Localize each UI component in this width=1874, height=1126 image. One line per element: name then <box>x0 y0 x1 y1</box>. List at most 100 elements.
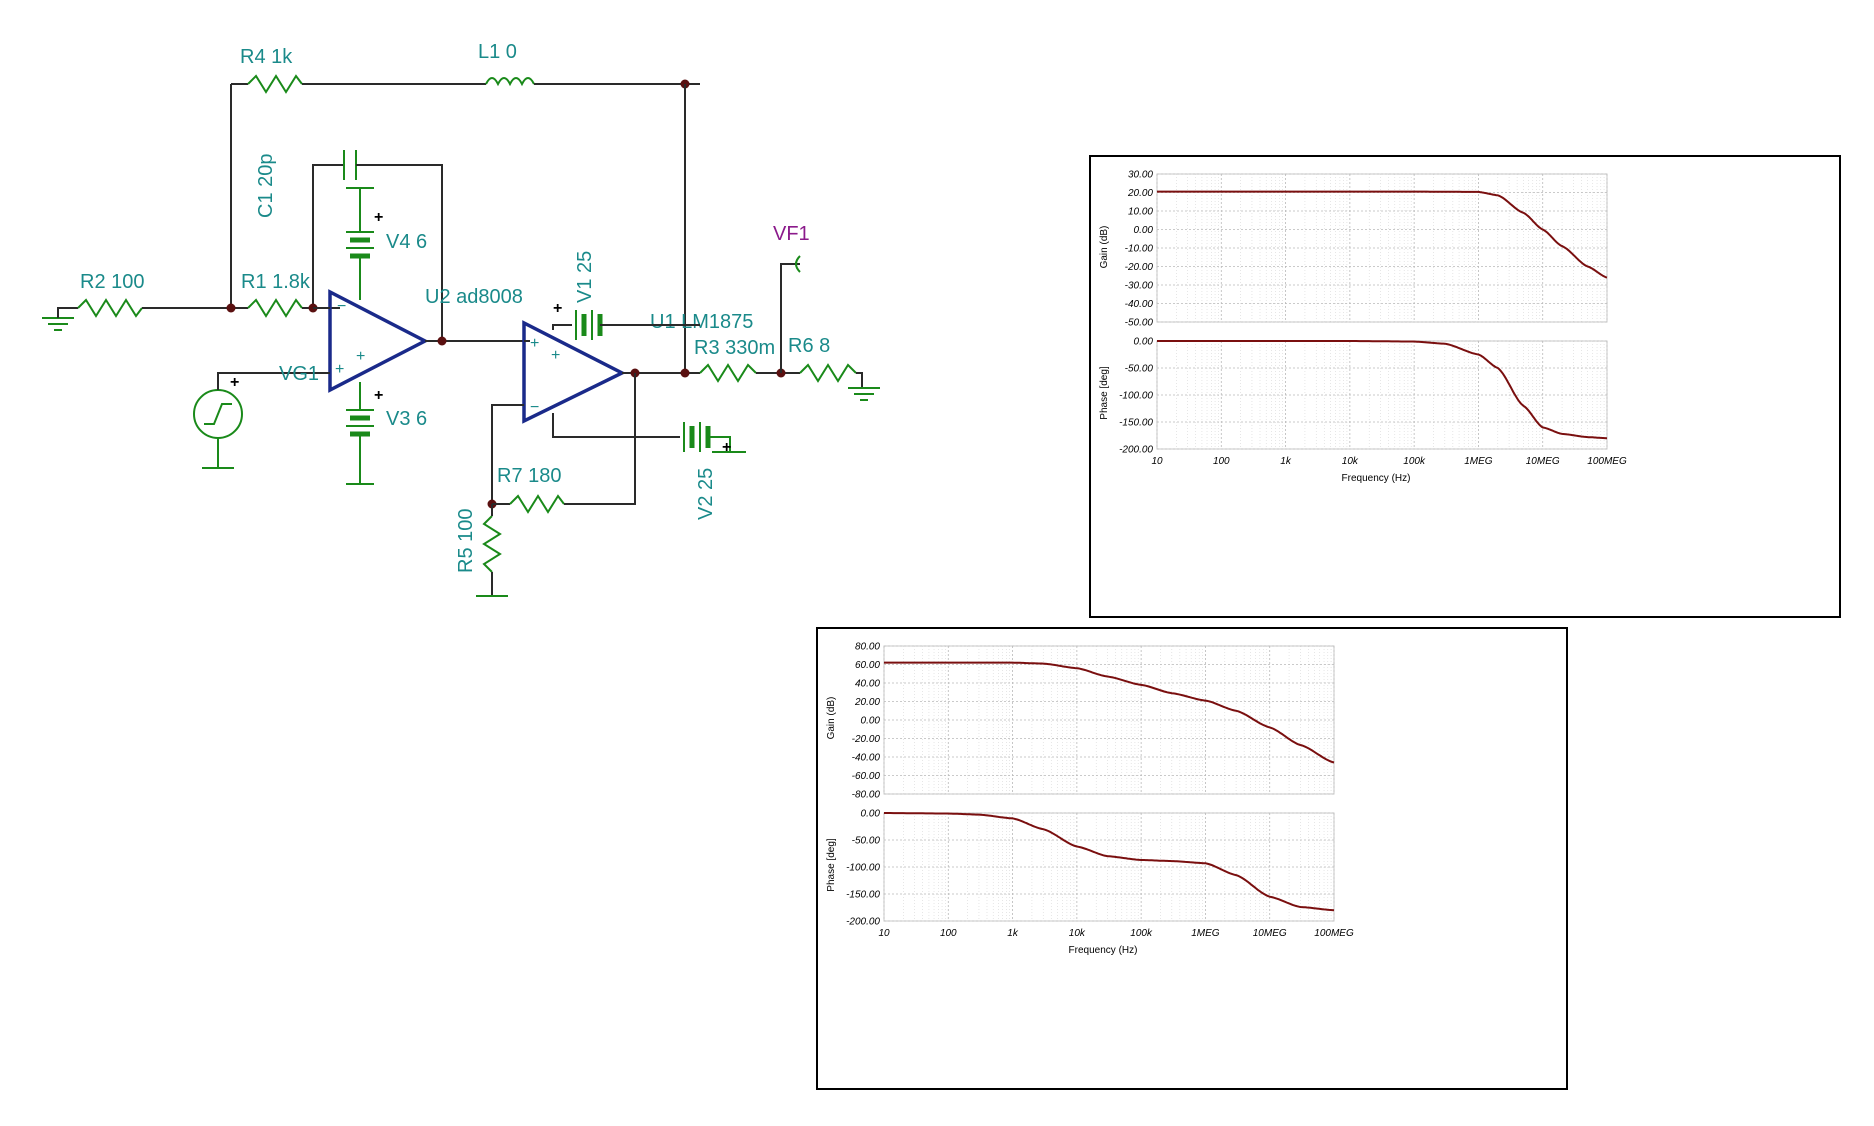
wire <box>552 413 680 438</box>
label-vf1: VF1 <box>773 223 810 245</box>
label-r5: R5 100 <box>455 509 477 574</box>
label-r2: R2 100 <box>80 271 145 293</box>
y-tick-label: 0.00 <box>1134 337 1154 348</box>
gain-plot: 80.0060.0040.0020.000.00-20.00-40.00-60.… <box>852 642 1335 801</box>
step-icon <box>204 403 232 425</box>
y-tick-label: -150.00 <box>1119 418 1153 429</box>
resistor-r2[interactable] <box>77 298 143 318</box>
label-r3: R3 330m <box>694 337 775 359</box>
y-tick-label: -50.00 <box>1125 364 1154 375</box>
y-tick-label: 20.00 <box>854 697 880 708</box>
gain-axis-label: Gain (dB) <box>1099 226 1110 269</box>
inductor-l1[interactable] <box>485 77 535 87</box>
y-tick-label: 10.00 <box>1128 207 1153 218</box>
u1-plus-pin: + <box>530 335 539 352</box>
wire <box>552 324 572 330</box>
y-tick-label: -30.00 <box>1125 281 1154 292</box>
resistor-r7[interactable] <box>509 494 565 514</box>
chart-frame <box>1089 155 1841 618</box>
y-tick-label: -50.00 <box>852 836 881 847</box>
y-tick-label: -150.00 <box>846 890 880 901</box>
y-tick-label: -60.00 <box>852 771 881 782</box>
frequency-axis-label: Frequency (Hz) <box>1342 473 1411 484</box>
y-tick-label: -100.00 <box>1119 391 1153 402</box>
x-tick-label: 10k <box>1069 928 1086 939</box>
y-tick-label: 0.00 <box>861 809 881 820</box>
y-tick-label: 0.00 <box>861 716 881 727</box>
x-tick-label: 1k <box>1280 456 1292 467</box>
u2-plus-pin: + <box>335 361 344 378</box>
wire <box>356 164 443 341</box>
u1-plus-pin-inner: + <box>551 347 560 364</box>
resistor-r4[interactable] <box>247 74 303 94</box>
bode-trace <box>1157 190 1608 279</box>
y-tick-label: 40.00 <box>855 679 880 690</box>
v2-plus-sign: + <box>722 439 731 456</box>
wire <box>57 307 78 318</box>
wire <box>564 373 636 505</box>
label-c1: C1 20p <box>255 154 277 219</box>
junction-dot <box>680 368 690 378</box>
x-tick-label: 10 <box>1151 456 1163 467</box>
frequency-axis-label: Frequency (Hz) <box>1069 945 1138 956</box>
bode-trace <box>1157 340 1607 440</box>
opamp-u1[interactable] <box>522 320 626 424</box>
wire <box>312 164 344 310</box>
x-tick-label: 10MEG <box>1526 456 1560 467</box>
y-tick-label: -50.00 <box>1125 318 1154 329</box>
u2-plus-pin-inner: + <box>356 348 365 365</box>
phase-axis-label: Phase [deg] <box>1099 366 1110 420</box>
chart-window-open-loop: 80.0060.0040.0020.000.00-20.00-40.00-60.… <box>816 627 1568 1090</box>
wire <box>856 372 863 388</box>
x-tick-label: 100k <box>1403 456 1426 467</box>
y-tick-label: -40.00 <box>852 753 881 764</box>
y-tick-label: -200.00 <box>1119 445 1153 456</box>
y-tick-label: -40.00 <box>1125 299 1154 310</box>
x-tick-label: 100 <box>940 928 957 939</box>
gain-plot: 30.0020.0010.000.00-10.00-20.00-30.00-40… <box>1125 170 1608 329</box>
x-tick-label: 1k <box>1007 928 1019 939</box>
x-tick-label: 10 <box>878 928 890 939</box>
resistor-r5[interactable] <box>482 515 502 573</box>
label-v4: V4 6 <box>386 231 427 253</box>
u2-minus-pin: − <box>337 298 346 315</box>
v1-plus-sign: + <box>553 300 562 317</box>
v4-plus-sign: + <box>374 209 383 226</box>
chart-window-closed-loop: 30.0020.0010.000.00-10.00-20.00-30.00-40… <box>1089 155 1841 618</box>
y-tick-label: -20.00 <box>852 734 881 745</box>
opamp-u2[interactable] <box>328 289 429 393</box>
junction-dot <box>226 303 236 313</box>
schematic: R4 1k L1 0 C1 20p R2 100 R1 1.8k + V4 6 <box>42 41 880 597</box>
v3-plus-sign: + <box>374 387 383 404</box>
gain-axis-label: Gain (dB) <box>826 697 837 740</box>
x-tick-label: 1MEG <box>1464 456 1493 467</box>
x-tick-label: 10k <box>1342 456 1359 467</box>
junction-dot <box>437 336 447 346</box>
label-r4: R4 1k <box>240 46 293 68</box>
phase-axis-label: Phase [deg] <box>826 838 837 892</box>
resistor-r1[interactable] <box>247 298 303 318</box>
y-tick-label: -200.00 <box>846 917 880 928</box>
resistor-r6[interactable] <box>799 363 857 383</box>
label-r6: R6 8 <box>788 335 830 357</box>
label-v1: V1 25 <box>574 251 596 303</box>
x-tick-label: 100 <box>1213 456 1230 467</box>
vg1-plus-sign: + <box>230 374 239 391</box>
label-r1: R1 1.8k <box>241 271 311 293</box>
label-l1: L1 0 <box>478 41 517 63</box>
x-tick-label: 10MEG <box>1253 928 1287 939</box>
probe-vf1[interactable] <box>795 255 801 273</box>
x-tick-label: 100k <box>1130 928 1153 939</box>
y-tick-label: -80.00 <box>852 790 881 801</box>
bode-trace <box>884 812 1335 912</box>
label-r7: R7 180 <box>497 465 562 487</box>
resistor-r3[interactable] <box>699 363 757 383</box>
x-tick-label: 100MEG <box>1587 456 1627 467</box>
wire <box>780 263 800 373</box>
label-vg1: VG1 <box>279 363 319 385</box>
y-tick-label: 60.00 <box>855 660 880 671</box>
wire <box>491 404 524 504</box>
